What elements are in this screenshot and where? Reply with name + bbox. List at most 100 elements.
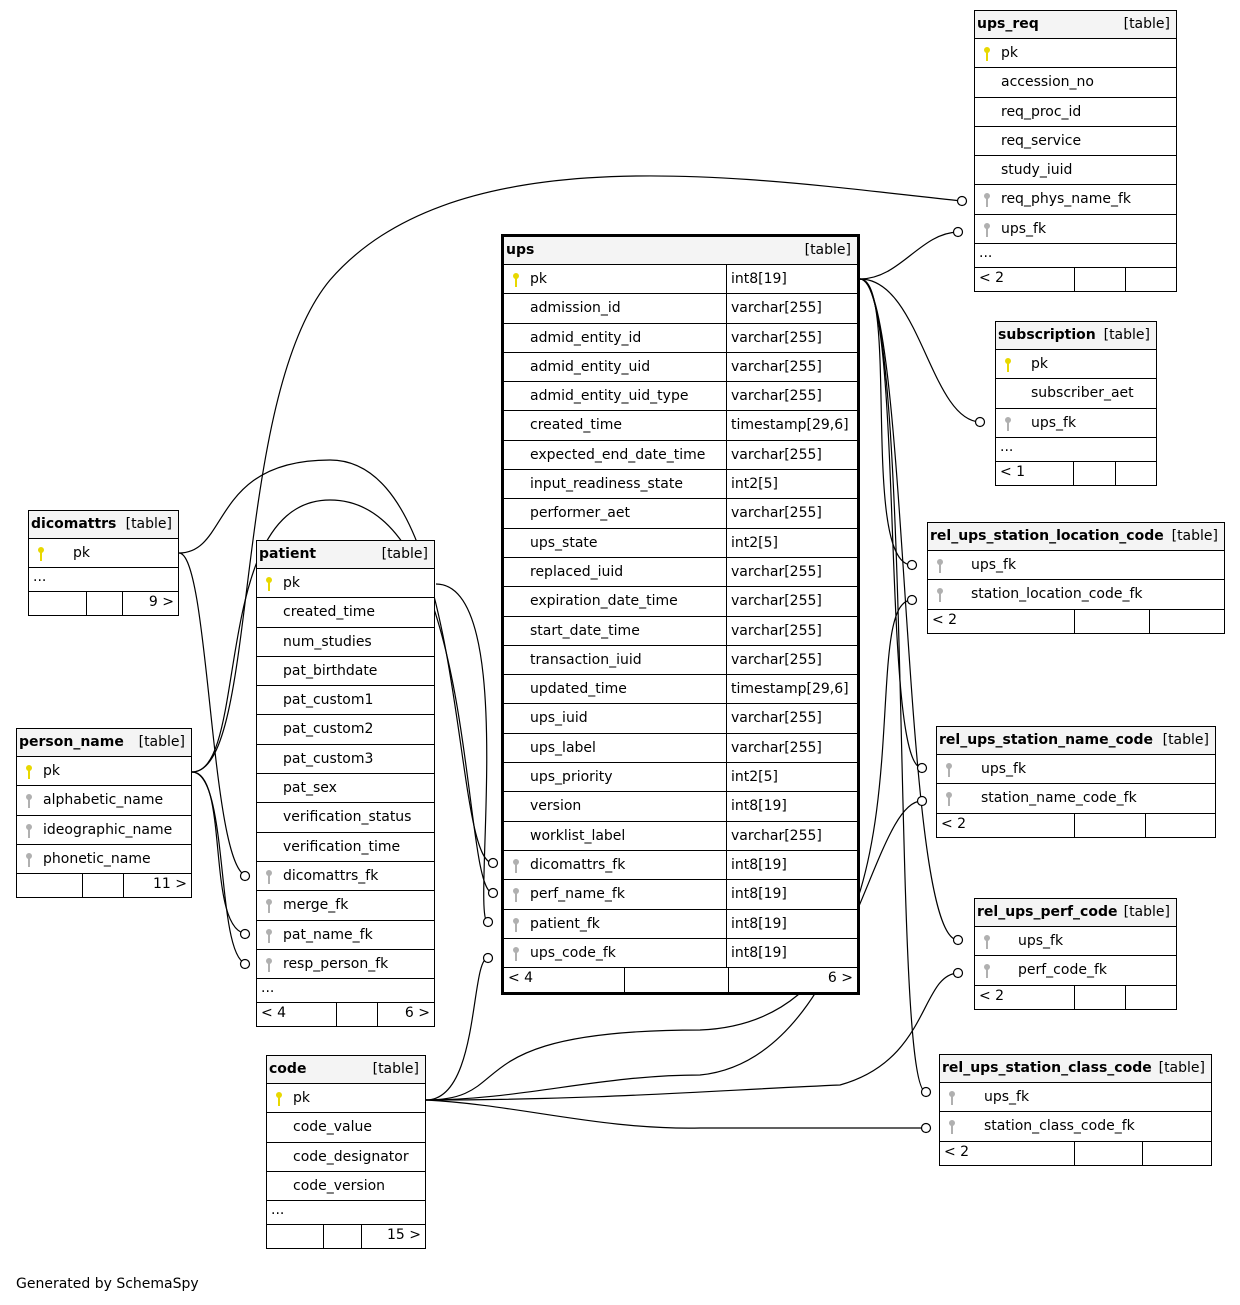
column-type: varchar[255] <box>726 645 857 675</box>
parents-link[interactable]: < 2 <box>975 985 1075 1009</box>
column-name: replaced_iuid <box>530 563 624 580</box>
table-name: code <box>269 1061 307 1077</box>
column-row: expiration_date_time varchar[255] <box>504 587 857 617</box>
table-type: [table] <box>125 516 172 532</box>
primary-key-icon <box>1004 358 1012 372</box>
table-type: [table] <box>1123 904 1170 920</box>
children-link[interactable]: 6 > <box>827 970 853 987</box>
column-name: perf_name_fk <box>530 886 625 903</box>
column-name: pk <box>73 545 90 561</box>
column-type: varchar[255] <box>726 499 857 528</box>
column-name: station_class_code_fk <box>984 1118 1135 1135</box>
parents-link[interactable]: < 2 <box>928 609 1075 633</box>
column-row: num_studies <box>257 628 434 657</box>
children-link[interactable]: 6 > <box>404 1005 430 1022</box>
column-row: pat_sex <box>257 774 434 804</box>
zero-cardinality-marker <box>482 952 494 964</box>
children-link[interactable]: 15 > <box>387 1227 421 1244</box>
primary-key-icon <box>25 765 33 779</box>
zero-cardinality-marker <box>916 795 928 807</box>
column-name: expiration_date_time <box>530 593 678 610</box>
parents-link[interactable]: < 4 <box>504 968 625 993</box>
zero-cardinality-marker <box>906 594 918 606</box>
primary-key-icon <box>37 547 45 561</box>
table-type: [table] <box>1103 327 1150 343</box>
table-rel-ups-station-name-code[interactable]: rel_ups_station_name_code[table] ups_fk … <box>936 726 1216 838</box>
foreign-key-icon <box>265 899 273 914</box>
column-name: pk <box>1001 45 1018 61</box>
primary-key-icon <box>275 1092 283 1106</box>
more-columns: ... <box>975 244 1176 269</box>
column-type: varchar[255] <box>726 704 857 733</box>
table-rel-ups-station-location-code[interactable]: rel_ups_station_location_code[table] ups… <box>927 522 1225 634</box>
column-name: code_value <box>293 1119 373 1136</box>
parents-link[interactable]: < 4 <box>257 1003 337 1027</box>
zero-cardinality-marker <box>239 870 251 882</box>
parents-link[interactable]: < 2 <box>940 1141 1075 1165</box>
table-dicomattrs[interactable]: dicomattrs[table] pk ... 9 > <box>28 510 179 617</box>
column-name: verification_time <box>283 838 401 855</box>
table-ups-req[interactable]: ups_req[table] pk accession_no req_proc_… <box>974 10 1177 293</box>
generated-by-label: Generated by SchemaSpy <box>16 1276 199 1292</box>
column-name: pk <box>293 1090 310 1106</box>
foreign-key-icon <box>983 964 991 979</box>
table-rel-ups-station-class-code[interactable]: rel_ups_station_class_code[table] ups_fk… <box>939 1054 1212 1166</box>
foreign-key-icon <box>512 888 520 903</box>
parents-link[interactable]: < 2 <box>975 268 1075 292</box>
table-rel-ups-perf-code[interactable]: rel_ups_perf_code[table] ups_fk perf_cod… <box>974 898 1177 1010</box>
column-name: start_date_time <box>530 622 640 639</box>
column-name: admid_entity_uid <box>530 358 651 375</box>
column-type: varchar[255] <box>726 352 857 382</box>
relationship-edge <box>425 1099 926 1129</box>
table-type: [table] <box>381 546 428 562</box>
children-link[interactable]: 9 > <box>148 594 174 611</box>
column-name: patient_fk <box>530 915 600 932</box>
table-type: [table] <box>1162 732 1209 748</box>
column-type: varchar[255] <box>726 294 857 323</box>
primary-key-icon <box>265 577 273 591</box>
column-name: req_proc_id <box>1001 103 1082 120</box>
foreign-key-icon <box>265 957 273 972</box>
column-row: pat_custom2 <box>257 715 434 745</box>
children-link[interactable]: 11 > <box>153 876 187 893</box>
column-name: input_readiness_state <box>530 476 683 493</box>
column-type: int8[19] <box>726 850 857 880</box>
table-code[interactable]: code[table] pk code_value code_designato… <box>266 1055 426 1250</box>
column-type: varchar[255] <box>726 587 857 616</box>
column-name: alphabetic_name <box>43 792 164 809</box>
column-name: updated_time <box>530 681 627 698</box>
column-name: ups_priority <box>530 769 613 786</box>
primary-key-icon <box>512 273 520 287</box>
table-person-name[interactable]: person_name[table] pk alphabetic_name id… <box>16 728 192 899</box>
column-row: pat_custom3 <box>257 745 434 775</box>
column-type: int2[5] <box>726 763 857 792</box>
column-name: verification_status <box>283 809 412 826</box>
column-type: varchar[255] <box>726 616 857 645</box>
parents-link[interactable]: < 2 <box>937 813 1075 837</box>
column-name: ups_label <box>530 739 596 756</box>
more-columns: ... <box>996 438 1156 462</box>
column-type: int2[5] <box>726 528 857 557</box>
column-name: ideographic_name <box>43 821 173 838</box>
parents-link[interactable]: < 1 <box>996 461 1074 485</box>
table-subscription[interactable]: subscription[table] pk subscriber_aet up… <box>995 321 1157 486</box>
column-name: perf_code_fk <box>1018 962 1107 979</box>
zero-cardinality-marker <box>974 416 986 428</box>
zero-cardinality-marker <box>952 934 964 946</box>
column-row: verification_status <box>257 803 434 833</box>
column-name: created_time <box>283 604 375 621</box>
zero-cardinality-marker <box>239 928 251 940</box>
foreign-key-icon <box>25 794 33 809</box>
zero-cardinality-marker <box>906 559 918 571</box>
